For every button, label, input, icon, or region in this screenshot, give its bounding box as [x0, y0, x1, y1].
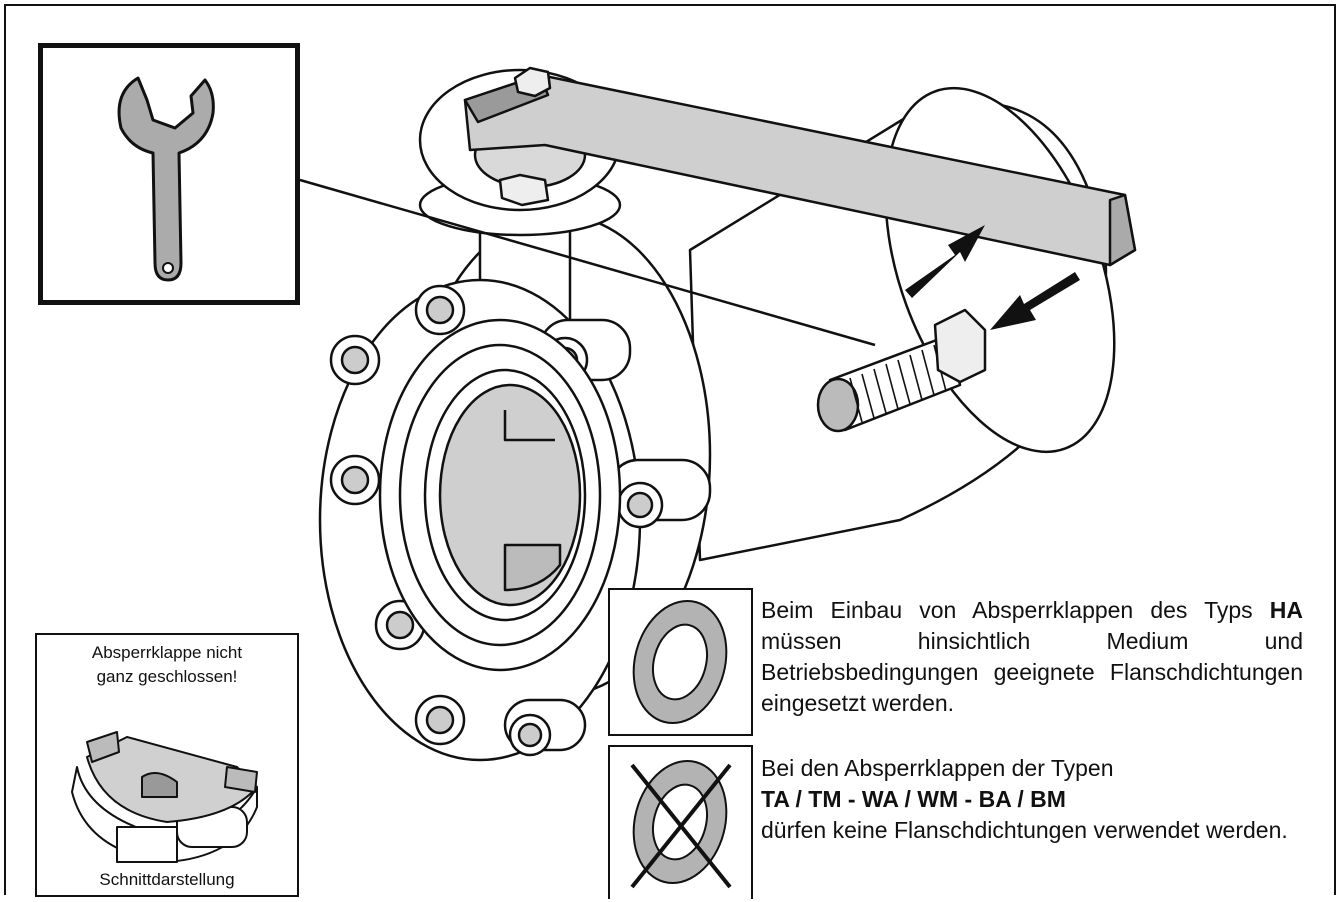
type-ha: HA — [1269, 597, 1303, 623]
hand-lever — [463, 66, 1137, 267]
wrench-tool-box — [38, 43, 300, 305]
cutaway-box: Absperrklappe nicht ganz geschlossen! Sc… — [35, 633, 299, 897]
flange-bolt — [816, 308, 987, 433]
cutaway-illustration — [71, 731, 258, 863]
gasket-note: Beim Einbau von Absperrklappen des Typs … — [761, 597, 1303, 716]
cutaway-title: Absperrklappe nicht ganz geschlossen! — [91, 643, 243, 686]
gasket-icon — [632, 599, 728, 725]
valve-lugs — [329, 284, 712, 757]
no-gasket-intro: Bei den Absperrklappen der Typen — [761, 755, 1114, 781]
valve-types: TA / TM - WA / WM - BA / BM — [761, 786, 1066, 812]
gasket-allowed-box — [608, 588, 753, 736]
page-frame — [4, 4, 1336, 895]
gasket-forbidden-box — [608, 745, 753, 899]
leader-line — [299, 178, 876, 347]
wrench-icon — [117, 76, 215, 282]
assembly-arrows — [905, 225, 1080, 330]
no-gasket-text: dürfen keine Flanschdichtungen verwendet… — [761, 817, 1288, 843]
cutaway-caption: Schnittdarstellung — [99, 870, 235, 889]
gasket-crossed-icon — [630, 759, 732, 889]
no-gasket-note: Bei den Absperrklappen der Typen TA / TM… — [761, 753, 1303, 846]
